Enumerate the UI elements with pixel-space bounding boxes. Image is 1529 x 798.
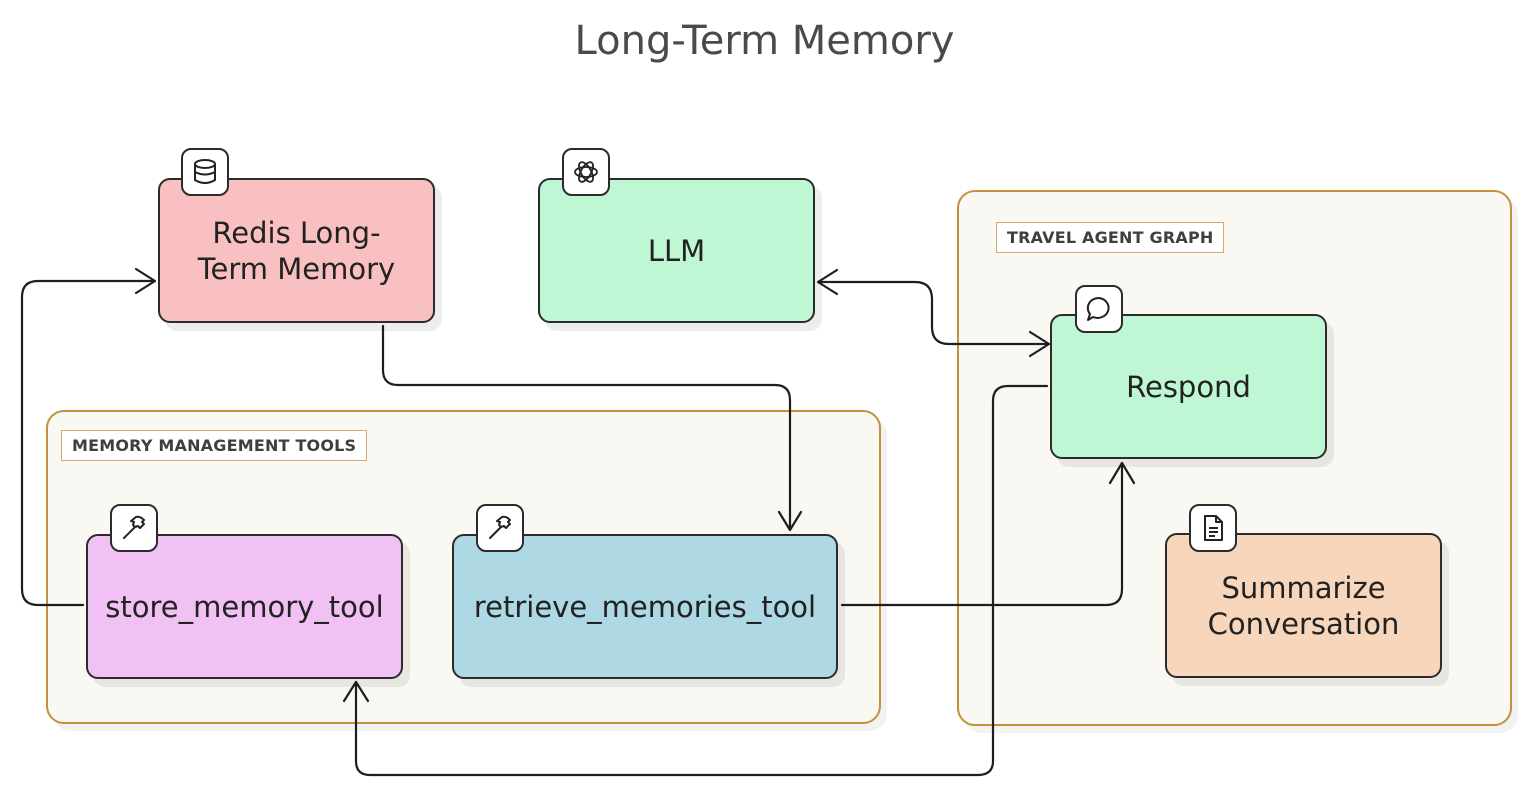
travel-agent-graph-label: TRAVEL AGENT GRAPH [996,222,1225,253]
llm-node[interactable]: LLM [538,178,815,323]
message-bubble-icon [1075,285,1123,333]
respond-node-label: Respond [1126,369,1251,404]
redis-node-label: Redis Long- Term Memory [197,215,396,286]
diagram-title: Long-Term Memory [574,18,955,64]
arrowhead-redis-left [134,267,157,295]
openai-icon [562,148,610,196]
store-memory-tool-node[interactable]: store_memory_tool [86,534,403,679]
summarize-conversation-node[interactable]: Summarize Conversation [1165,533,1442,678]
respond-node[interactable]: Respond [1050,314,1327,459]
redis-long-term-memory-node[interactable]: Redis Long- Term Memory [158,178,435,323]
summarize-node-label: Summarize Conversation [1207,570,1400,641]
retrieve-tool-node-label: retrieve_memories_tool [473,589,817,624]
hammer-icon [110,504,158,552]
document-icon [1189,504,1237,552]
hammer-icon [476,504,524,552]
memory-management-tools-label: MEMORY MANAGEMENT TOOLS [61,430,368,461]
store-tool-node-label: store_memory_tool [105,589,384,624]
database-icon [181,148,229,196]
retrieve-memories-tool-node[interactable]: retrieve_memories_tool [452,534,838,679]
llm-node-label: LLM [647,233,706,268]
arrowhead-llm-right [816,268,839,296]
